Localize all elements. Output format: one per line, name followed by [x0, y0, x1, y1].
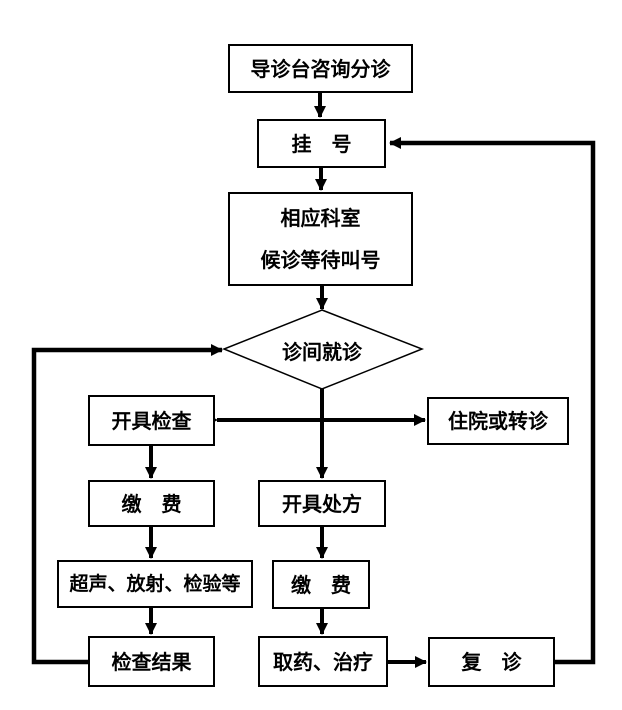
- node-followup-label: 复 诊: [461, 650, 522, 674]
- node-followup: 复 诊: [428, 637, 555, 687]
- node-exam-modalities-label: 超声、放射、检验等: [69, 572, 241, 595]
- node-exam-result-label: 检查结果: [111, 649, 192, 674]
- node-pay-exam-label: 缴 费: [121, 491, 182, 516]
- node-pay-medicine-label: 缴 费: [291, 572, 351, 597]
- edge-followup-to-register-loop: [389, 137, 596, 665]
- node-consult-decision: 诊间就诊: [242, 330, 402, 370]
- edge-result-to-decision-loop: [31, 344, 223, 665]
- node-hospitalize-or-refer: 住院或转诊: [427, 397, 569, 445]
- node-guide-desk-label: 导诊台咨询分诊: [250, 56, 391, 81]
- node-pay-medicine: 缴 费: [272, 560, 370, 609]
- node-register: 挂 号: [257, 119, 386, 168]
- node-medicine-treatment-label: 取药、治疗: [273, 649, 373, 674]
- node-medicine-treatment: 取药、治疗: [258, 636, 388, 687]
- node-prescription-label: 开具处方: [282, 491, 362, 516]
- node-order-exam-label: 开具检查: [111, 408, 192, 433]
- node-department-line2: 候诊等待叫号: [260, 248, 381, 272]
- node-exam-modalities: 超声、放射、检验等: [57, 560, 253, 608]
- node-department-wait: 相应科室 候诊等待叫号: [228, 192, 413, 286]
- node-register-label: 挂 号: [291, 131, 352, 156]
- node-hospitalize-or-refer-label: 住院或转诊: [448, 409, 548, 433]
- node-guide-desk: 导诊台咨询分诊: [228, 44, 413, 93]
- node-pay-exam: 缴 费: [88, 480, 215, 527]
- node-consult-decision-label: 诊间就诊: [282, 339, 362, 364]
- node-prescription: 开具处方: [258, 480, 386, 527]
- node-exam-result: 检查结果: [88, 636, 215, 687]
- node-department-line1: 相应科室: [280, 206, 361, 230]
- node-order-exam: 开具检查: [88, 395, 215, 446]
